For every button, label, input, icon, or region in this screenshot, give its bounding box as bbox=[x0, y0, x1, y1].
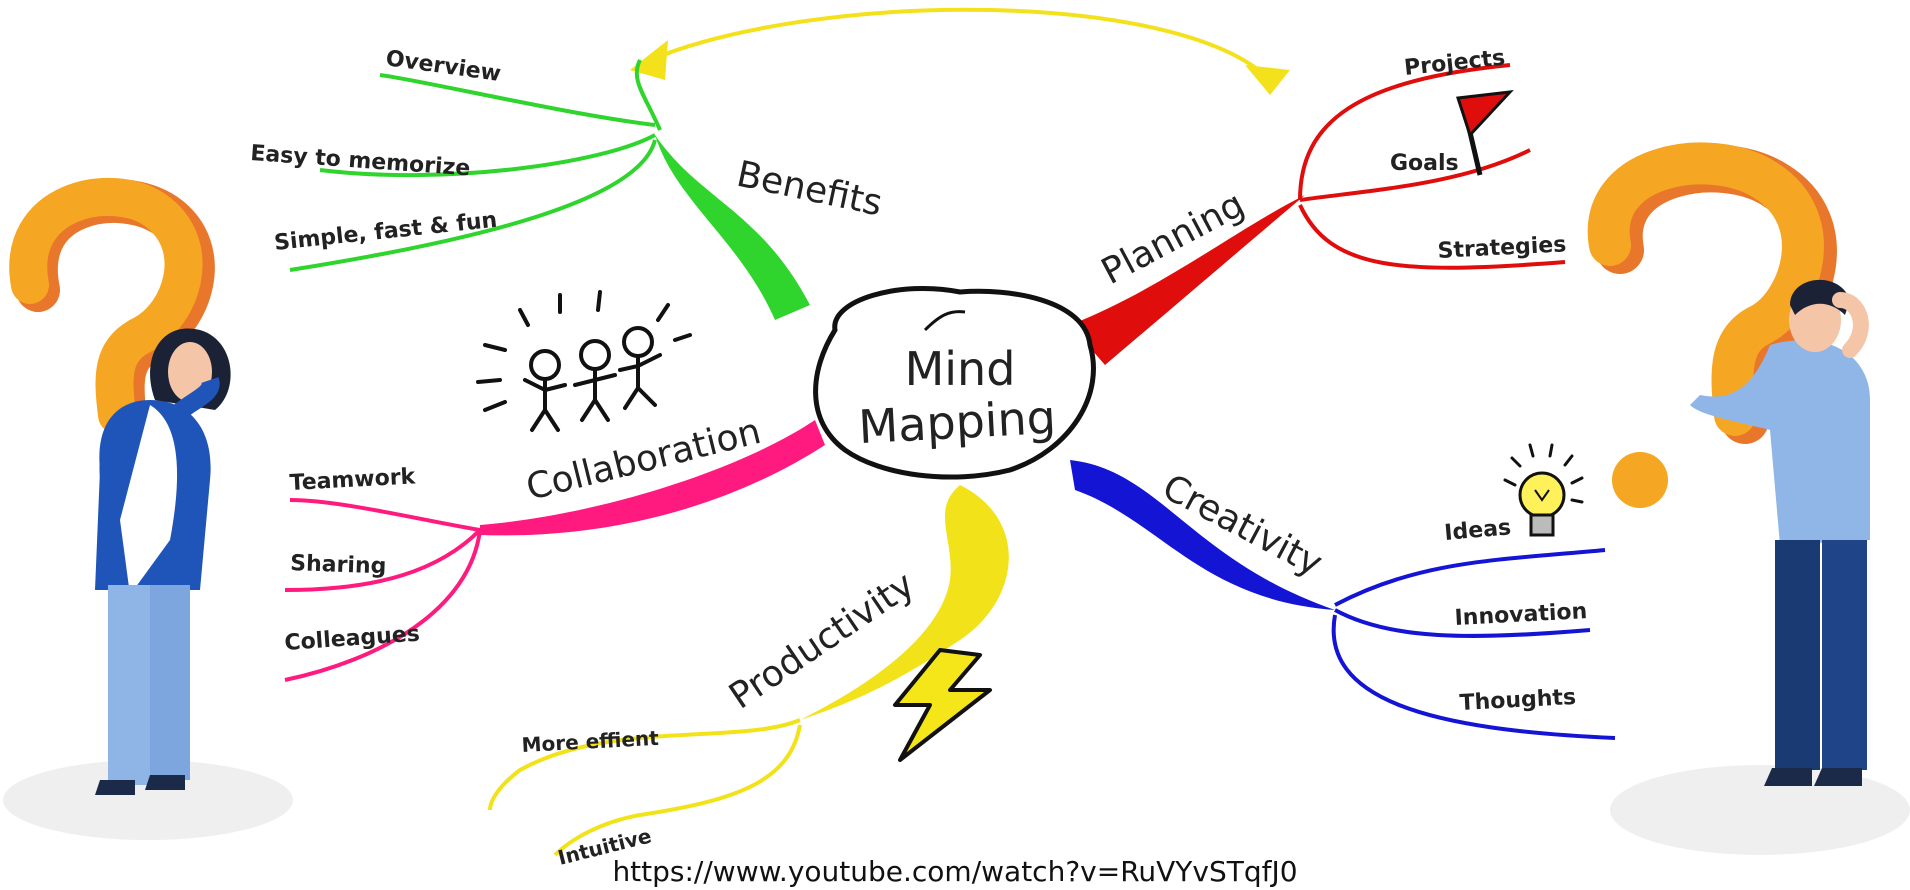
planning-item-strategies: Strategies bbox=[1437, 232, 1567, 264]
flag-icon bbox=[1456, 90, 1514, 176]
central-title-line1: Mind bbox=[905, 342, 1016, 396]
branch-creativity: Creativity Ideas Innovation Thoughts bbox=[1070, 443, 1616, 740]
creativity-item-ideas: Ideas bbox=[1443, 515, 1512, 546]
collaboration-item-colleagues: Colleagues bbox=[284, 622, 421, 656]
planning-item-projects: Projects bbox=[1403, 46, 1506, 81]
branch-benefits: Benefits Overview Easy to memorize Simpl… bbox=[250, 46, 886, 320]
productivity-item-more-effient: More effient bbox=[521, 726, 660, 757]
planning-item-goals: Goals bbox=[1390, 151, 1459, 176]
lightbulb-icon bbox=[1503, 443, 1584, 537]
cycle-arrow bbox=[630, 7, 1290, 95]
source-url: https://www.youtube.com/watch?v=RuVYvSTq… bbox=[612, 855, 1298, 888]
question-mark-icon bbox=[1587, 142, 1837, 508]
creativity-item-innovation: Innovation bbox=[1454, 599, 1588, 631]
right-person-with-question bbox=[1587, 142, 1910, 855]
collaboration-item-sharing: Sharing bbox=[290, 551, 387, 579]
left-floor-shadow bbox=[3, 760, 293, 840]
collaboration-item-teamwork: Teamwork bbox=[289, 464, 417, 496]
branch-label-productivity: Productivity bbox=[722, 564, 922, 717]
arrowhead-right-icon bbox=[1245, 65, 1290, 95]
central-node: Mind Mapping bbox=[813, 286, 1096, 480]
branch-collaboration: Collaboration Teamwork Sharing Colleague… bbox=[284, 290, 825, 682]
right-floor-shadow bbox=[1610, 765, 1910, 855]
branch-planning: Planning Projects Goals Strategies bbox=[1070, 46, 1567, 365]
benefits-item-overview: Overview bbox=[384, 46, 502, 87]
benefits-item-simple-fast-fun: Simple, fast & fun bbox=[273, 208, 498, 256]
creativity-item-thoughts: Thoughts bbox=[1459, 685, 1577, 716]
branch-label-benefits: Benefits bbox=[733, 154, 886, 225]
arrowhead-left-icon bbox=[630, 40, 668, 80]
central-title-line2: Mapping bbox=[857, 390, 1057, 454]
left-person-with-question bbox=[3, 177, 293, 840]
branch-productivity: Productivity More effient Intuitive bbox=[488, 485, 1009, 870]
stick-figures-icon bbox=[476, 290, 692, 432]
lightning-bolt-icon bbox=[893, 648, 992, 762]
